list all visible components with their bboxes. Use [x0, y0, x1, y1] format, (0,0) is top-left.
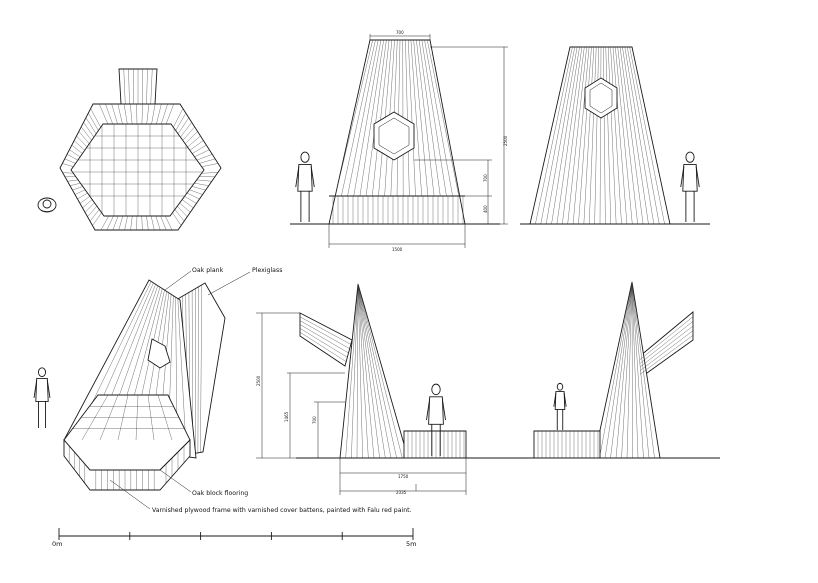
dim-total-height: 2500 — [503, 135, 508, 146]
label-oak-block-flooring: Oak block flooring — [192, 490, 248, 497]
dim-section-inner: 1750 — [398, 474, 409, 479]
plan-view — [38, 69, 221, 230]
dim-section-low: 700 — [312, 416, 317, 424]
person-outline — [429, 397, 444, 424]
plan-person — [38, 198, 56, 212]
section-tube-batten — [640, 326, 693, 367]
section-left-bench — [404, 431, 466, 458]
person-outline — [298, 164, 312, 191]
dim-window-height: 700 — [483, 174, 488, 182]
person-axo — [34, 368, 50, 428]
side-elevation — [520, 47, 710, 224]
dim-top-width: 700 — [396, 30, 404, 35]
person-side — [681, 152, 700, 222]
person-outline — [38, 368, 45, 377]
dim-section-height: 2500 — [256, 375, 261, 386]
person-front — [296, 152, 315, 222]
person-outline — [301, 152, 309, 162]
scale-start-label: 0m — [52, 540, 62, 548]
label-plexiglass: Plexiglass — [252, 267, 282, 274]
section-view: 2500 1465 700 1750 2335 — [256, 282, 720, 495]
person-outline — [557, 409, 562, 430]
person-outline — [686, 152, 694, 162]
dim-section-overall: 2335 — [396, 490, 407, 495]
person-section-right — [554, 383, 566, 430]
person-outline — [557, 383, 562, 390]
person-outline — [555, 392, 565, 410]
person-outline — [36, 378, 48, 401]
label-frame-note: Varnished plywood frame with varnished c… — [152, 507, 412, 514]
dim-window-sill: 400 — [483, 205, 488, 213]
dim-base-width: 1500 — [392, 247, 403, 252]
person-outline — [301, 191, 309, 222]
person-outline — [683, 164, 697, 191]
person-outline — [432, 384, 440, 395]
section-right-tube — [640, 312, 693, 378]
front-elevation: 700 2500 700 400 1500 — [290, 30, 508, 252]
section-left-wall — [340, 284, 408, 458]
person-outline — [686, 191, 694, 222]
label-oak-plank: Oak plank — [192, 267, 224, 274]
dim-section-mid: 1465 — [284, 411, 289, 422]
person-outline — [38, 401, 45, 428]
scale-end-label: 5m — [406, 540, 416, 548]
scale-bar: 0m 5m — [52, 528, 416, 548]
